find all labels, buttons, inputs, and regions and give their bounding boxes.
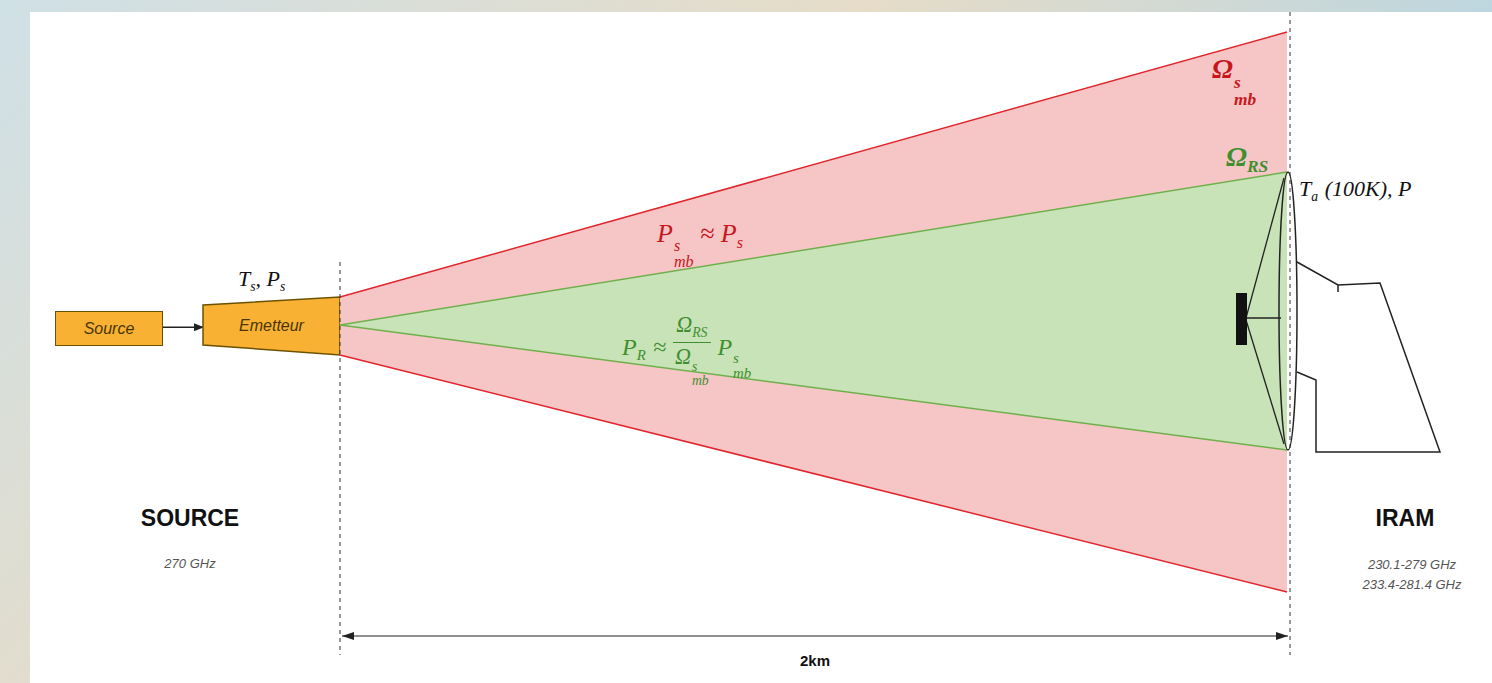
math-superscript: s [692,360,709,374]
cone-outline [340,172,1287,450]
arrow-connector [163,327,203,329]
math-text: P [717,334,732,360]
frequency-note: 270 GHz [90,556,290,571]
dish [1279,172,1297,450]
math-text: (100K), P [1325,176,1412,201]
dashed-line [340,262,341,655]
feed-strut [1246,320,1284,444]
math-subscript: a [1311,189,1318,204]
receiver [1236,293,1247,345]
fraction-numerator: ΩRS [673,312,711,343]
math-subscript: R [637,347,646,363]
math-script-pair: smb [692,360,709,387]
node-label: Emetteur [239,317,304,335]
main-beam-cone: PR≈ΩRSΩsmbPsmbΩsmbPsmb≈ Ps [340,32,1287,592]
dimension-label: 2km [715,652,915,669]
station-title: IRAM [1305,505,1492,532]
math-text: T [238,266,250,291]
math-subscript: s [737,234,743,251]
math-text: , P [256,266,280,291]
frequency-note: 230.1-279 GHz [1312,557,1492,572]
formula: PR≈ΩRSΩsmbPsmb [622,312,751,387]
formula: Psmb≈ Ps [657,218,743,270]
cone-fill [340,32,1287,592]
formula: ΩRS [1226,140,1268,178]
telescope-mount [1337,285,1339,292]
horn-shape [203,297,340,355]
math-superscript: s [1234,74,1256,91]
math-text: Ω [676,312,692,337]
math-subscript: RS [692,325,707,340]
math-script-pair: smb [1234,74,1256,109]
dashed-line [1290,12,1291,655]
emitter-horn: Emetteur [203,297,340,355]
cone-edge [340,172,1287,325]
math-superscript: s [733,351,751,366]
dimension-arrowhead [1276,632,1288,640]
formula: Ωsmb [1212,52,1256,108]
math-text: Ω [675,344,691,369]
dimension-arrowhead [342,632,354,640]
math-subscript: mb [733,366,751,381]
math-text: T [1299,176,1311,201]
math-fraction: ΩRSΩsmb [672,312,712,387]
formula: Ta (100K), P [1299,176,1411,205]
math-subscript: s [250,279,255,294]
formula: Ts, Ps [238,266,285,295]
telescope-mount [1297,262,1440,452]
math-superscript: s [674,238,694,254]
math-subscript: mb [674,254,694,270]
math-text: Ω [1212,53,1233,84]
feed-strut [1246,178,1284,318]
math-text: ≈ [653,334,666,360]
math-script-pair: smb [733,351,751,381]
fraction-denominator: Ωsmb [672,343,712,388]
math-subscript: RS [1247,157,1268,176]
source-box: Source [55,311,163,346]
frequency-note: 233.4-281.4 GHz [1312,577,1492,592]
math-script-pair: smb [674,238,694,270]
dimension-line [342,635,1288,636]
feed-strut [1247,317,1281,318]
math-text: P [622,334,637,360]
math-text: ≈ P [700,219,737,248]
math-subscript: mb [692,374,709,388]
math-text: Ω [1226,141,1247,172]
math-subscript: mb [1234,91,1256,108]
cone-edge [340,325,1287,450]
receiver-beam-cone: PR≈ΩRSΩsmbPsmb [340,172,1287,450]
math-subscript: s [280,279,285,294]
math-text: P [657,219,673,248]
cone-fill [340,172,1287,450]
node-label: Source [84,320,135,338]
station-title: SOURCE [90,505,290,532]
